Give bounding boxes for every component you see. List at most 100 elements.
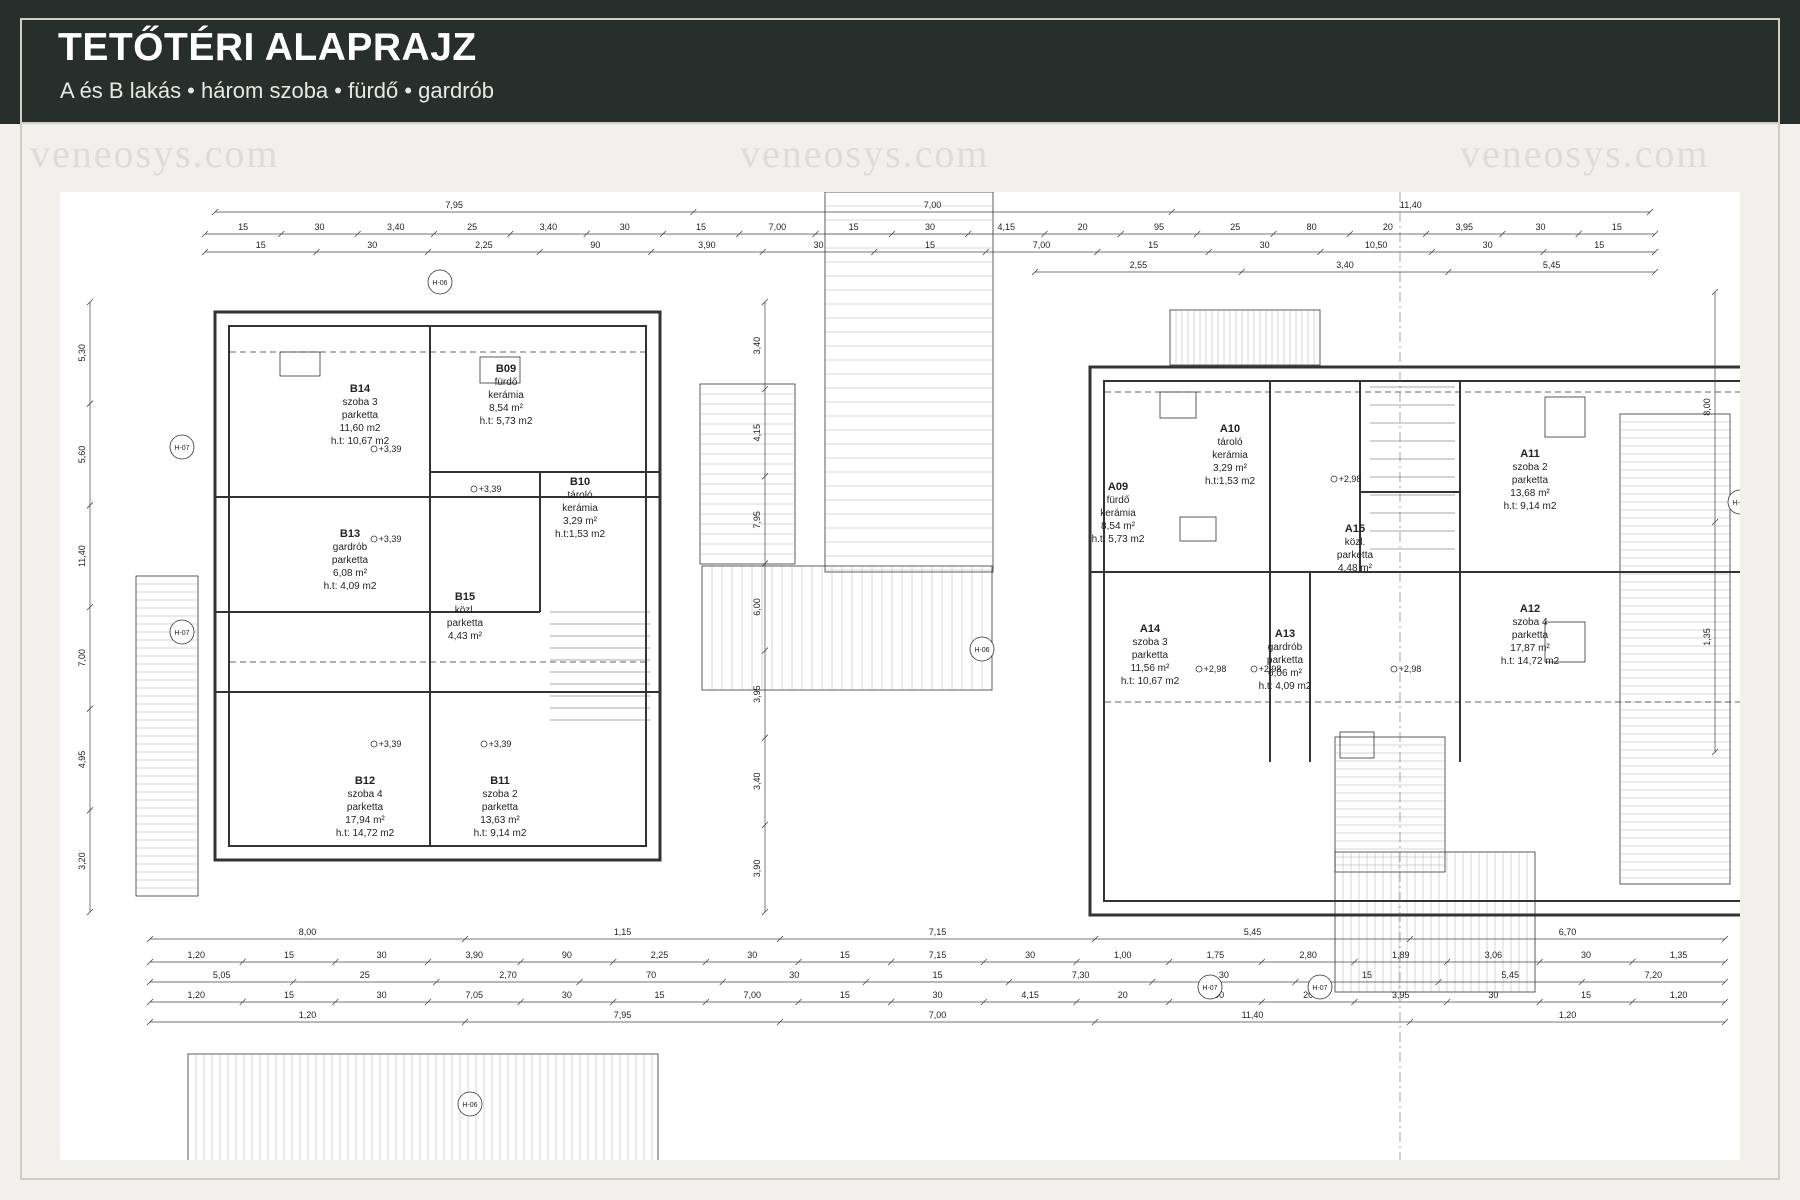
section-marker (1727, 489, 1740, 515)
dim-bottom-4-tick (424, 998, 432, 1006)
room-label: h.t: 9,14 m2 (1504, 501, 1557, 512)
room-label: 8,54 m² (489, 403, 524, 414)
room-label: h.t: 5,73 m2 (480, 416, 533, 427)
dimension-label: 8,00 (299, 927, 317, 937)
dimension-label: 70 (646, 970, 656, 980)
level-label: +2,98 (1204, 664, 1227, 674)
room-id: B10 (570, 476, 590, 488)
dimension-label: 30 (1219, 970, 1229, 980)
dim-top-2-tick (278, 230, 285, 238)
dim-middle-tick (761, 908, 769, 916)
dim-bottom-4-tick (1721, 998, 1729, 1006)
room-id: A10 (1220, 423, 1240, 435)
room-id: B12 (355, 775, 375, 787)
dim-top-4-tick (1445, 268, 1452, 276)
fixture-outline (1544, 396, 1586, 438)
dimension-label: 7,95 (445, 200, 463, 210)
dim-top-3-tick (313, 248, 320, 256)
dim-right-tick (1711, 748, 1719, 756)
section-label: H-06 (432, 280, 447, 287)
room-id: B15 (455, 591, 475, 603)
room-label: szoba 2 (482, 789, 517, 800)
section-label: H-07 (174, 630, 189, 637)
dimension-label: 30 (747, 950, 757, 960)
dimension-label: 80 (1307, 222, 1317, 232)
dimension-label: 2,70 (499, 970, 517, 980)
room-label: 6,06 m² (1268, 668, 1303, 679)
room-label: h.t: 14,72 m2 (336, 828, 395, 839)
section-marker (457, 1091, 483, 1117)
dimension-label: 6,00 (752, 598, 762, 616)
dimension-label: 3,90 (752, 860, 762, 878)
dim-bottom-2-tick (609, 958, 617, 966)
dim-bottom-3-tick (719, 978, 727, 986)
dimension-label: 3,40 (752, 337, 762, 355)
dim-bottom-2-tick (1629, 958, 1636, 966)
room-label: 8,54 m² (1101, 521, 1136, 532)
level-marker (480, 740, 488, 748)
terrace-a-bottom (1334, 851, 1536, 993)
watermark: veneosys.com (30, 131, 280, 176)
dim-bottom-3-tick (1292, 978, 1299, 986)
dim-top-2-tick (506, 230, 514, 238)
room-id: A14 (1140, 623, 1161, 635)
dimension-label: 3,95 (1455, 222, 1473, 232)
level-marker (1330, 475, 1338, 483)
level-label: +2,98 (1399, 664, 1422, 674)
section-label: H-06 (974, 647, 989, 654)
level-marker (470, 485, 478, 493)
dimension-label: 1,20 (1670, 990, 1688, 1000)
header-divider (20, 122, 1780, 124)
dim-top-2-tick (1193, 230, 1201, 238)
level-label: +3,39 (479, 484, 502, 494)
room-label: kerámia (562, 503, 598, 514)
dim-bottom-1-tick (776, 935, 784, 943)
section-label: H-06 (1732, 500, 1740, 507)
dim-top-4-tick (1238, 268, 1245, 276)
dim-top-1-tick (1646, 208, 1654, 216)
dimension-label: 3,40 (387, 222, 405, 232)
dim-top-2-tick (1651, 230, 1659, 238)
dim-middle-tick (761, 560, 769, 567)
room-id: A13 (1275, 628, 1295, 640)
room-label: 11,56 m² (1131, 663, 1170, 674)
dim-bottom-2-tick (1536, 958, 1543, 966)
section-label: H-07 (1202, 985, 1217, 992)
dim-bottom-4-tick (795, 998, 802, 1006)
dimension-label: 7,00 (929, 1010, 947, 1020)
dim-bottom-3-tick (1435, 978, 1442, 986)
room-label: fürdő (495, 377, 518, 388)
dimension-label: 5,45 (1244, 927, 1262, 937)
level-label: +2,98 (1259, 664, 1282, 674)
dimension-label: 7,30 (1072, 970, 1090, 980)
dimension-label: 30 (1483, 240, 1493, 250)
dimension-label: 30 (562, 990, 572, 1000)
dimension-label: 7,05 (465, 990, 483, 1000)
dim-bottom-3-tick (1721, 978, 1729, 986)
dim-top-3-tick (1428, 248, 1436, 256)
roof-terrace-top (824, 192, 994, 573)
exterior-wall (213, 310, 662, 862)
dim-left-tick (86, 705, 94, 712)
dim-top-2-tick (1499, 230, 1506, 238)
dim-bottom-1-tick (146, 935, 154, 943)
dimension-label: 4,95 (77, 751, 87, 769)
dim-top-3-tick (1540, 248, 1547, 256)
dimension-label: 15 (238, 222, 248, 232)
room-label: közl. (1345, 537, 1366, 548)
dim-top-3-tick (647, 248, 655, 256)
dimension-label: 7,20 (1645, 970, 1663, 980)
dimension-label: 7,95 (614, 1010, 632, 1020)
dim-top-2-tick (430, 230, 438, 238)
dim-bottom-2-tick (424, 958, 432, 966)
room-label: 3,29 m² (563, 516, 598, 527)
room-label: parketta (447, 618, 484, 629)
dim-top-4-tick (1031, 268, 1039, 276)
dim-top-2-tick (964, 230, 972, 238)
dimension-label: 7,95 (752, 511, 762, 529)
dim-bottom-1-tick (1406, 935, 1414, 943)
fixture-outline (1179, 516, 1217, 542)
dim-bottom-4-tick (1165, 998, 1173, 1006)
page-subtitle: A és B lakás • három szoba • fürdő • gar… (60, 78, 494, 103)
